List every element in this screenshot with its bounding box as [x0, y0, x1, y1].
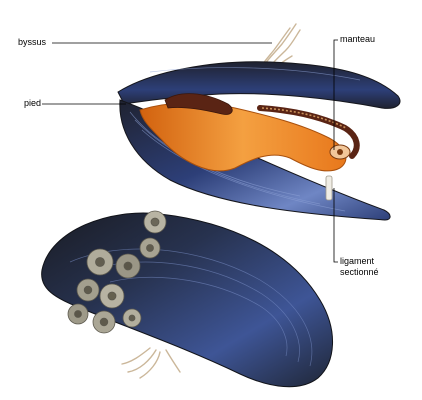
byssus-threads-bottom: [121, 347, 181, 379]
label-ligament-line2: sectionné: [340, 267, 379, 277]
open-mussel: [117, 23, 401, 221]
mussel-flesh: [139, 102, 347, 172]
ligament-stub: [325, 175, 333, 201]
mussel-foot: [164, 93, 233, 115]
manteau-leader: [333, 39, 338, 150]
barnacles: [67, 210, 167, 334]
label-ligament: ligament sectionné: [340, 256, 379, 278]
leader-lines: [42, 39, 338, 263]
upper-valve: [117, 61, 401, 109]
closed-mussel: [41, 210, 333, 388]
label-ligament-line1: ligament: [340, 256, 375, 266]
ligament-leader: [333, 188, 338, 263]
label-byssus: byssus: [18, 37, 47, 47]
label-pied: pied: [24, 98, 42, 108]
label-manteau: manteau: [340, 34, 376, 44]
